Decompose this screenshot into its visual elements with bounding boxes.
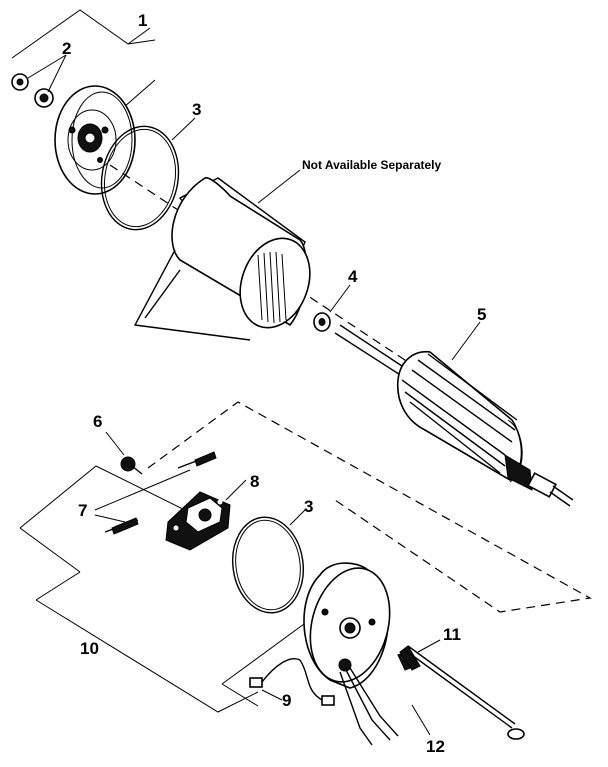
through-bolt-icon <box>399 645 525 740</box>
callout-2: 2 <box>62 39 71 58</box>
callout-5: 5 <box>477 305 486 324</box>
end-cap-assembly-icon <box>54 85 136 195</box>
motor-housing-icon <box>133 177 311 341</box>
hardware-kit-box <box>19 465 259 713</box>
screw-icon <box>120 456 143 475</box>
armature-icon <box>334 324 574 507</box>
not-available-note: Not Available Separately <box>302 158 441 172</box>
callout-9: 9 <box>282 691 291 710</box>
o-ring-icon <box>100 125 180 231</box>
callout-7: 7 <box>78 501 87 520</box>
connector-icon <box>221 623 335 707</box>
callout-8: 8 <box>250 472 259 491</box>
callout-6: 6 <box>93 412 102 431</box>
field-cap-icon <box>303 562 399 746</box>
bracket-plate-icon <box>165 491 231 551</box>
callout-4: 4 <box>348 267 358 286</box>
callout-10: 10 <box>80 639 99 658</box>
callout-1: 1 <box>138 11 147 30</box>
nut-washer-icon <box>11 73 54 108</box>
o-ring-icon-lower <box>232 516 304 614</box>
callout-11: 11 <box>443 625 461 644</box>
callout-3-top: 3 <box>192 100 201 119</box>
callout-12: 12 <box>426 737 445 756</box>
screws-icon <box>104 451 217 535</box>
thrust-washer-icon <box>313 312 331 332</box>
callout-3-bottom: 3 <box>304 497 313 516</box>
